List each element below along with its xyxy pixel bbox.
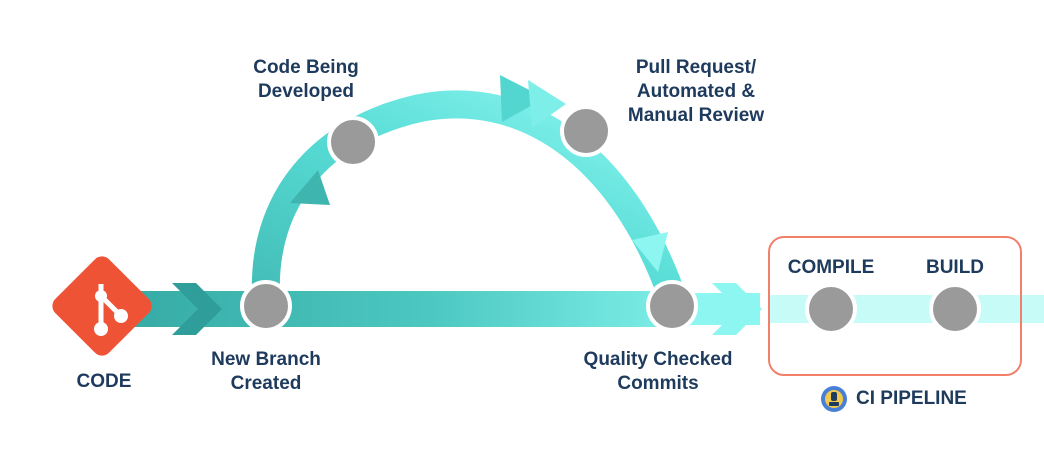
label-code-being-developed: Code Being Developed <box>253 57 359 102</box>
arc-arrow-2 <box>500 75 545 122</box>
label-compile: COMPILE <box>787 257 875 278</box>
chevron-arrow-1 <box>172 283 222 335</box>
ci-pipeline-box <box>768 236 1022 376</box>
node-quality-checked <box>646 280 698 332</box>
node-build <box>929 283 981 335</box>
label-pull-request: Pull Request/ Automated & Manual Review <box>627 57 765 126</box>
chevron-arrow-2 <box>712 283 762 335</box>
node-pull-request <box>560 105 612 157</box>
arc-arrow-1 <box>290 170 330 205</box>
arc-arrow-4 <box>632 232 668 272</box>
ci-pipeline-icon <box>821 386 847 412</box>
ci-pipeline-legend: CI PIPELINE <box>820 384 967 414</box>
label-new-branch: New Branch Created <box>211 349 321 394</box>
node-code-being-developed <box>327 116 379 168</box>
arc-arrow-3 <box>528 80 566 128</box>
label-code: CODE <box>76 371 132 392</box>
label-build: BUILD <box>925 257 985 278</box>
branch-arc <box>251 90 686 301</box>
node-new-branch <box>240 280 292 332</box>
git-logo-icon <box>52 256 152 356</box>
node-compile <box>805 283 857 335</box>
label-quality-checked: Quality Checked Commits <box>583 349 733 394</box>
label-ci-pipeline: CI PIPELINE <box>856 388 967 409</box>
